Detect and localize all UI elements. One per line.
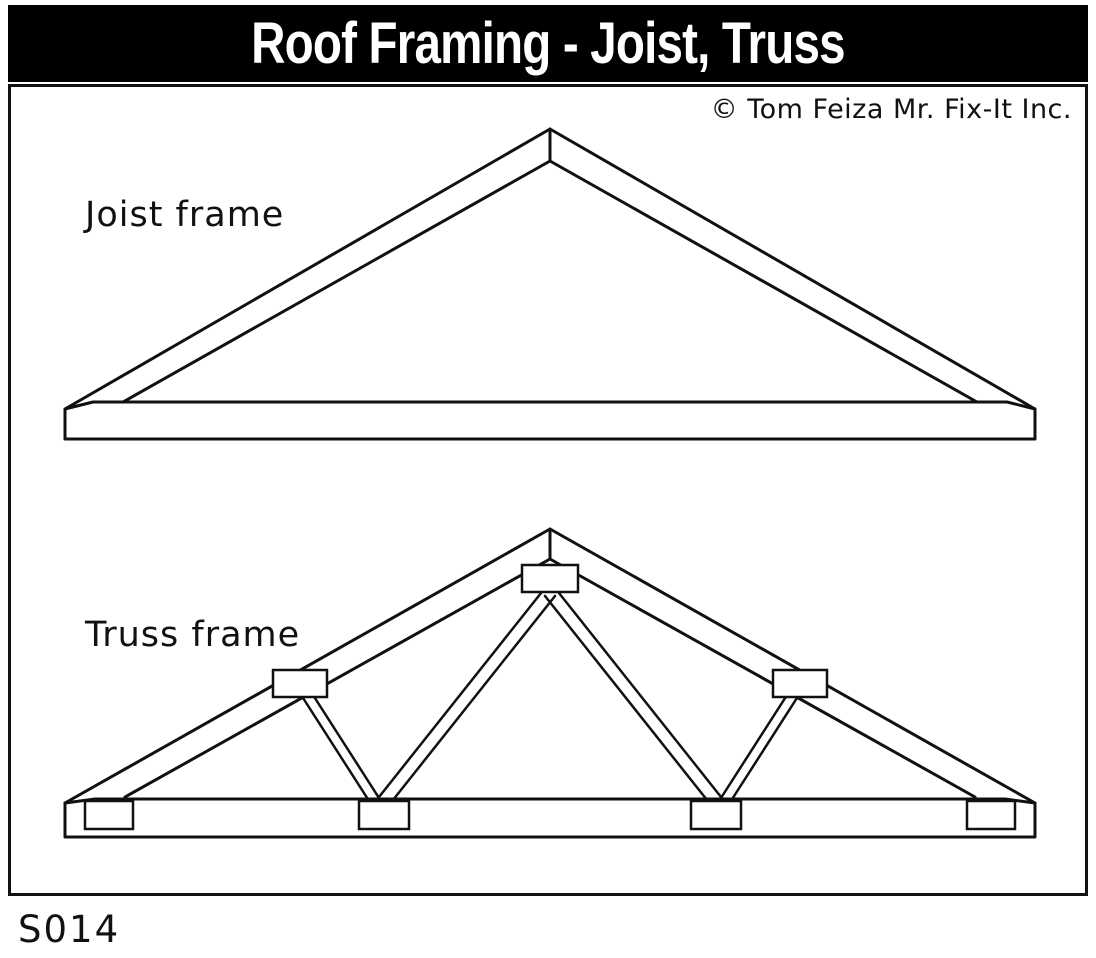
page-title: Roof Framing - Joist, Truss [251,11,845,76]
truss-frame-drawing [63,527,1037,839]
joist-frame-drawing [63,127,1037,441]
title-bar: Roof Framing - Joist, Truss [8,5,1088,82]
truss-bottom-chord [63,797,1037,839]
gusset-plate-right-end [965,799,1017,831]
gusset-plate-left-end [83,799,135,831]
framing-diagram [63,127,1037,839]
diagram-canvas: © Tom Feiza Mr. Fix-It Inc. Joist frame … [8,84,1088,896]
truss-web-members [294,586,806,820]
joist-rafter-inner-edges [121,159,979,404]
gusset-plate-apex [520,563,580,594]
joist-rafter-outer-edges [63,127,1037,411]
truss-top-chords [63,527,1037,805]
label-truss-frame: Truss frame [85,615,301,655]
drawing-code: S014 [18,908,121,951]
gusset-plate-center-left [357,799,411,831]
gusset-plate-center-right [689,799,743,831]
gusset-plate-right-chord [771,668,829,699]
joist-bottom-chord [63,400,1037,441]
copyright-note: © Tom Feiza Mr. Fix-It Inc. [710,94,1072,125]
gusset-plate-left-chord [271,668,329,699]
label-joist-frame: Joist frame [85,195,285,235]
